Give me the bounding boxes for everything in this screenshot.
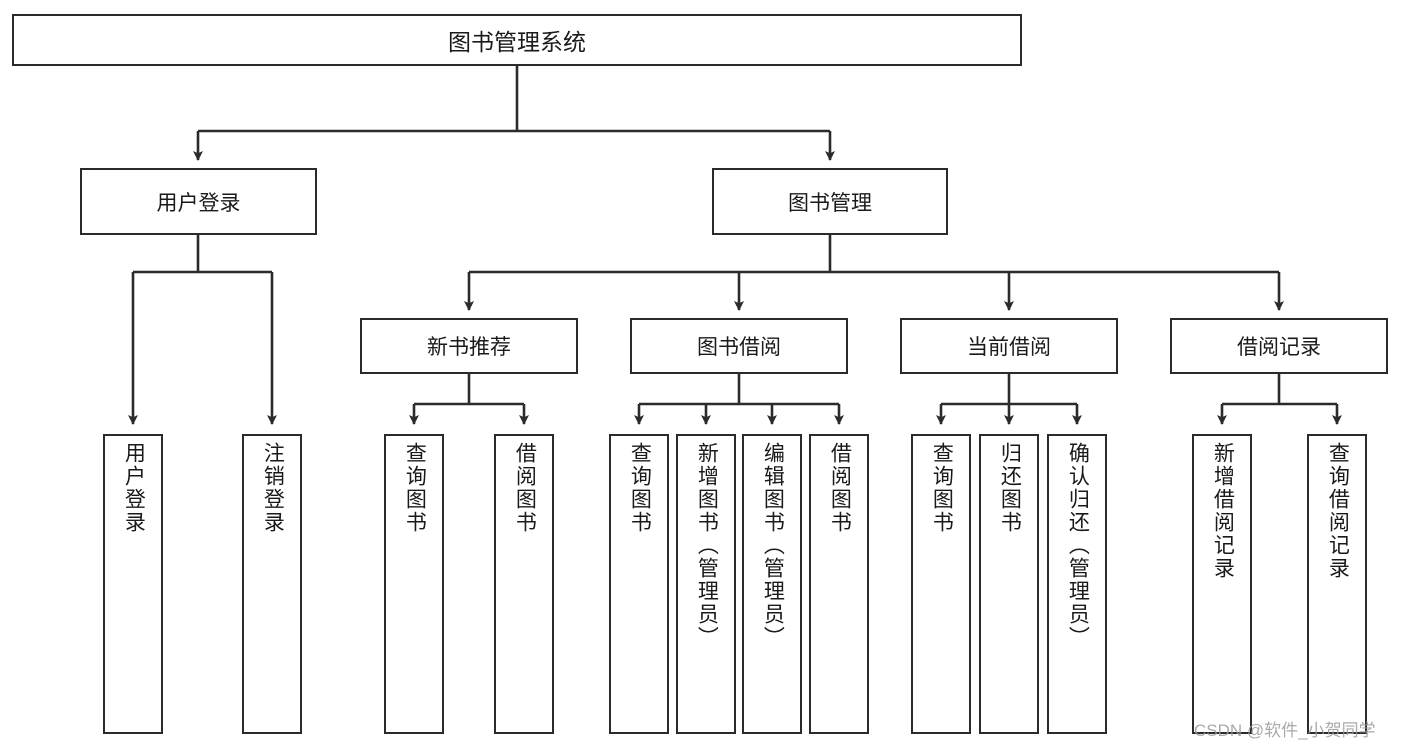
node-borrow-record-label: 借阅记录 (1237, 336, 1321, 359)
node-book-manage-label: 图书管理 (788, 191, 872, 215)
leaf-borrow-book-2[interactable]: 借阅图书 (809, 434, 869, 734)
leaf-confirm-return[interactable]: 确认归还（管理员） (1047, 434, 1107, 734)
leaf-user-login[interactable]: 用户登录 (103, 434, 163, 734)
leaf-add-record[interactable]: 新增借阅记录 (1192, 434, 1252, 734)
leaf-return-book-label: 归还图书 (998, 442, 1022, 534)
leaf-edit-book[interactable]: 编辑图书（管理员） (742, 434, 802, 734)
leaf-add-book[interactable]: 新增图书（管理员） (676, 434, 736, 734)
leaf-query-book-3-label: 查询图书 (930, 442, 954, 534)
node-new-book-rec-label: 新书推荐 (427, 336, 511, 359)
leaf-query-book-1[interactable]: 查询图书 (384, 434, 444, 734)
leaf-logout-label: 注销登录 (261, 442, 285, 534)
leaf-borrow-book-1-label: 借阅图书 (513, 442, 537, 534)
leaf-query-book-1-label: 查询图书 (403, 442, 427, 534)
leaf-edit-book-label: 编辑图书（管理员） (761, 442, 785, 649)
leaf-add-record-label: 新增借阅记录 (1211, 442, 1235, 580)
node-borrow-record[interactable]: 借阅记录 (1170, 318, 1388, 374)
node-book-borrow-label: 图书借阅 (697, 336, 781, 359)
node-current-borrow[interactable]: 当前借阅 (900, 318, 1118, 374)
leaf-user-login-label: 用户登录 (122, 442, 146, 534)
leaf-borrow-book-1[interactable]: 借阅图书 (494, 434, 554, 734)
leaf-add-book-label: 新增图书（管理员） (695, 442, 719, 649)
leaf-query-record[interactable]: 查询借阅记录 (1307, 434, 1367, 734)
csdn-watermark: CSDN @软件_小贺同学 (1194, 721, 1376, 740)
node-book-manage[interactable]: 图书管理 (712, 168, 948, 235)
leaf-confirm-return-label: 确认归还（管理员） (1066, 442, 1090, 649)
node-root[interactable]: 图书管理系统 (12, 14, 1022, 66)
node-current-borrow-label: 当前借阅 (967, 336, 1051, 359)
leaf-query-book-2-label: 查询图书 (628, 442, 652, 534)
node-user-login-label: 用户登录 (156, 191, 241, 215)
leaf-query-book-3[interactable]: 查询图书 (911, 434, 971, 734)
node-new-book-rec[interactable]: 新书推荐 (360, 318, 578, 374)
node-book-borrow[interactable]: 图书借阅 (630, 318, 848, 374)
node-root-label: 图书管理系统 (448, 29, 586, 55)
leaf-return-book[interactable]: 归还图书 (979, 434, 1039, 734)
leaf-query-record-label: 查询借阅记录 (1326, 442, 1350, 580)
leaf-logout[interactable]: 注销登录 (242, 434, 302, 734)
node-user-login[interactable]: 用户登录 (80, 168, 317, 235)
leaf-borrow-book-2-label: 借阅图书 (828, 442, 852, 534)
leaf-query-book-2[interactable]: 查询图书 (609, 434, 669, 734)
